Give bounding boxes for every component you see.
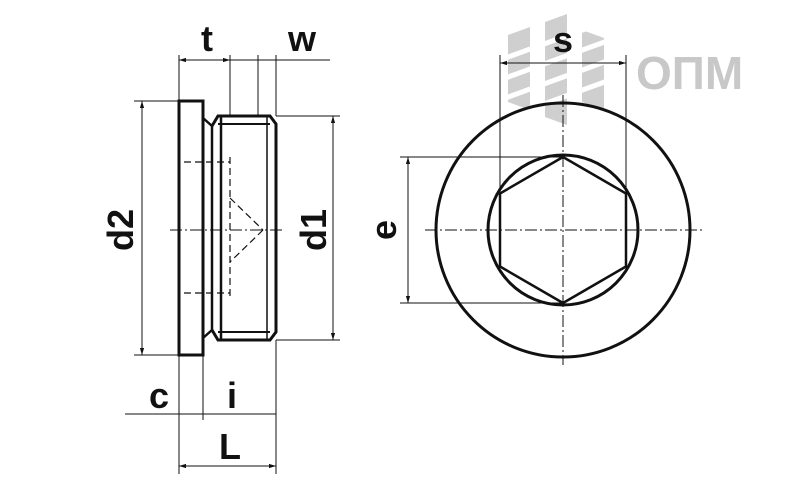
logo-text: ОПМ	[636, 47, 743, 99]
dim-label-d2: d2	[100, 209, 141, 251]
dim-label-e: e	[363, 220, 404, 240]
dim-label-s: s	[553, 19, 573, 60]
front-view	[400, 55, 705, 365]
dim-label-L: L	[219, 426, 241, 467]
dim-label-w: w	[287, 18, 317, 59]
side-view	[125, 55, 340, 474]
dim-label-t: t	[201, 18, 213, 59]
dim-label-i: i	[227, 375, 237, 416]
logo-mark-icon	[499, 14, 611, 125]
dim-label-c: c	[149, 375, 169, 416]
dim-label-d1: d1	[293, 209, 334, 251]
plug-thread-body	[210, 114, 278, 342]
plug-flange	[177, 99, 205, 357]
company-logo: ОПМ	[499, 14, 743, 125]
